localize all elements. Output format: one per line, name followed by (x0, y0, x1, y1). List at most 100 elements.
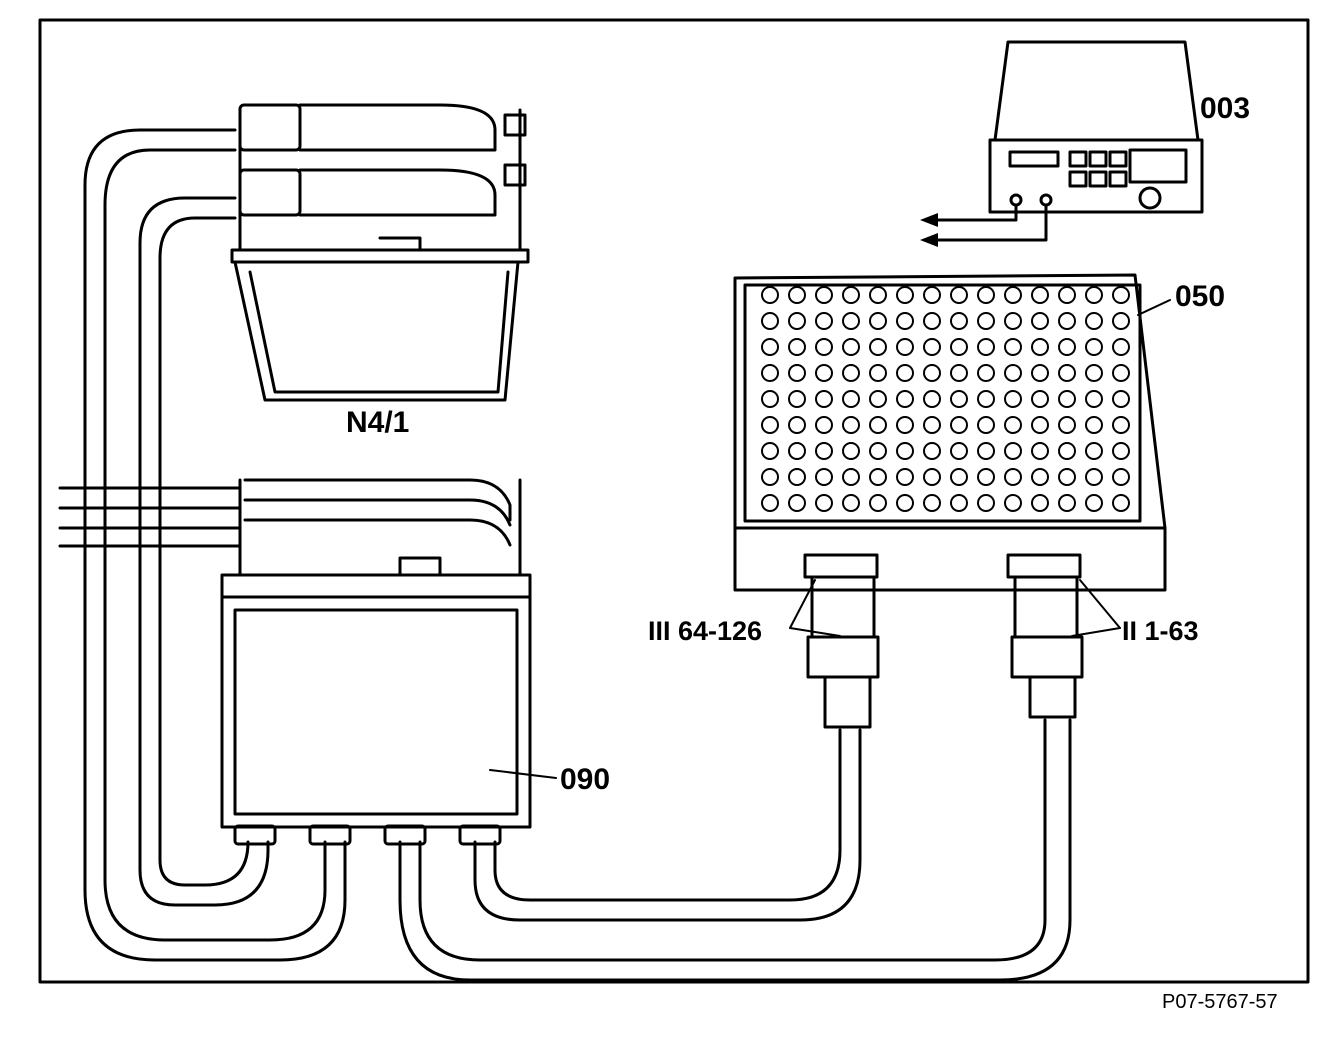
test-socket (1004, 442, 1022, 460)
test-socket (761, 312, 779, 330)
test-socket (1085, 312, 1103, 330)
test-socket (1058, 442, 1076, 460)
test-socket (815, 312, 833, 330)
connector-iii (803, 553, 880, 729)
test-socket (842, 286, 860, 304)
test-socket (815, 286, 833, 304)
test-socket (1112, 364, 1130, 382)
test-socket (950, 338, 968, 356)
test-socket (896, 364, 914, 382)
test-socket (815, 442, 833, 460)
test-socket (896, 286, 914, 304)
test-socket (1058, 364, 1076, 382)
test-socket (1004, 364, 1022, 382)
test-socket (977, 468, 995, 486)
test-socket (977, 494, 995, 512)
label-050: 050 (1175, 280, 1226, 313)
test-socket (1031, 286, 1049, 304)
label-connector-ii: II 1-63 (1122, 616, 1199, 646)
test-socket (788, 390, 806, 408)
label-003: 003 (1200, 92, 1251, 125)
test-socket (1085, 416, 1103, 434)
test-socket (761, 286, 779, 304)
harness-lines (58, 486, 242, 548)
test-socket (1004, 286, 1022, 304)
test-socket (923, 312, 941, 330)
test-socket (1031, 442, 1049, 460)
test-socket (788, 494, 806, 512)
test-socket (923, 468, 941, 486)
test-socket (842, 468, 860, 486)
test-socket (842, 364, 860, 382)
test-socket (977, 442, 995, 460)
test-socket (1112, 286, 1130, 304)
cable-outer (83, 128, 347, 962)
test-socket (1112, 442, 1130, 460)
test-socket (1085, 338, 1103, 356)
test-socket (950, 468, 968, 486)
test-socket (761, 416, 779, 434)
test-socket (788, 468, 806, 486)
test-socket (1112, 390, 1130, 408)
test-socket (950, 364, 968, 382)
test-socket (950, 286, 968, 304)
test-socket (1004, 416, 1022, 434)
control-unit-n4-1 (230, 103, 530, 402)
test-socket (923, 442, 941, 460)
test-socket (815, 416, 833, 434)
leader-lines (489, 299, 1171, 779)
test-socket (977, 286, 995, 304)
test-socket (896, 390, 914, 408)
test-socket (1004, 312, 1022, 330)
test-socket (950, 416, 968, 434)
test-socket (923, 338, 941, 356)
test-socket (842, 442, 860, 460)
test-socket (761, 390, 779, 408)
test-socket (869, 494, 887, 512)
test-socket (923, 494, 941, 512)
test-socket (869, 416, 887, 434)
test-socket (1085, 468, 1103, 486)
figure-number: P07-5767-57 (1162, 991, 1278, 1013)
test-socket (761, 494, 779, 512)
test-socket (896, 468, 914, 486)
connector-ii (1006, 553, 1084, 719)
test-socket (842, 338, 860, 356)
test-socket (1058, 494, 1076, 512)
test-socket (815, 364, 833, 382)
test-socket (1085, 442, 1103, 460)
label-090: 090 (560, 763, 611, 796)
test-socket (1112, 312, 1130, 330)
test-socket (977, 416, 995, 434)
test-socket (842, 312, 860, 330)
test-socket (788, 338, 806, 356)
test-socket (815, 494, 833, 512)
test-socket (977, 312, 995, 330)
adapter-box-090 (220, 478, 532, 846)
test-socket (788, 442, 806, 460)
test-socket (869, 312, 887, 330)
test-socket (1085, 364, 1103, 382)
test-socket (1031, 312, 1049, 330)
test-socket (869, 286, 887, 304)
test-socket (1058, 286, 1076, 304)
test-socket (950, 442, 968, 460)
cable-to-connector-ii (398, 718, 1072, 982)
test-box-050 (733, 273, 1167, 592)
test-socket (1058, 312, 1076, 330)
test-socket (923, 416, 941, 434)
test-socket (1031, 364, 1049, 382)
test-socket (1058, 416, 1076, 434)
test-socket (1004, 468, 1022, 486)
cable-to-connector-iii (473, 728, 862, 922)
test-socket (923, 364, 941, 382)
test-socket (1085, 390, 1103, 408)
test-socket (977, 364, 995, 382)
test-socket (788, 364, 806, 382)
test-socket (869, 442, 887, 460)
test-socket (1112, 494, 1130, 512)
test-socket (761, 468, 779, 486)
test-socket (923, 390, 941, 408)
test-socket (1031, 494, 1049, 512)
